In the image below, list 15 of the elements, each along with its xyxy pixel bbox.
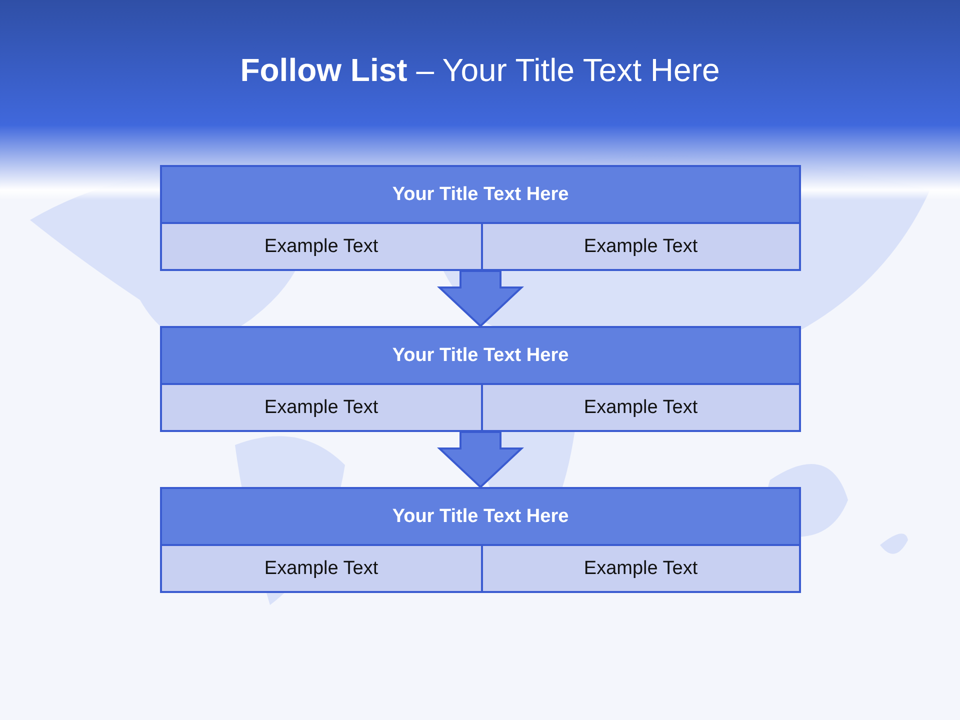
block-heading: Your Title Text Here <box>392 506 569 528</box>
text-cell: Example Text <box>480 544 799 591</box>
slide-title: Follow List – Your Title Text Here <box>239 52 721 89</box>
block-arrow <box>436 270 524 328</box>
list-block <box>160 487 801 593</box>
list-block <box>160 165 801 271</box>
block-heading: Your Title Text Here <box>392 344 569 366</box>
block-arrow <box>436 431 524 488</box>
text-cell: Example Text <box>162 222 480 269</box>
text-cell: Example Text <box>162 544 480 591</box>
block-heading: Your Title Text Here <box>392 184 569 206</box>
text-cell: Example Text <box>162 383 480 430</box>
text-cell: Example Text <box>480 383 799 430</box>
list-block <box>160 326 801 432</box>
text-cell: Example Text <box>480 222 799 269</box>
